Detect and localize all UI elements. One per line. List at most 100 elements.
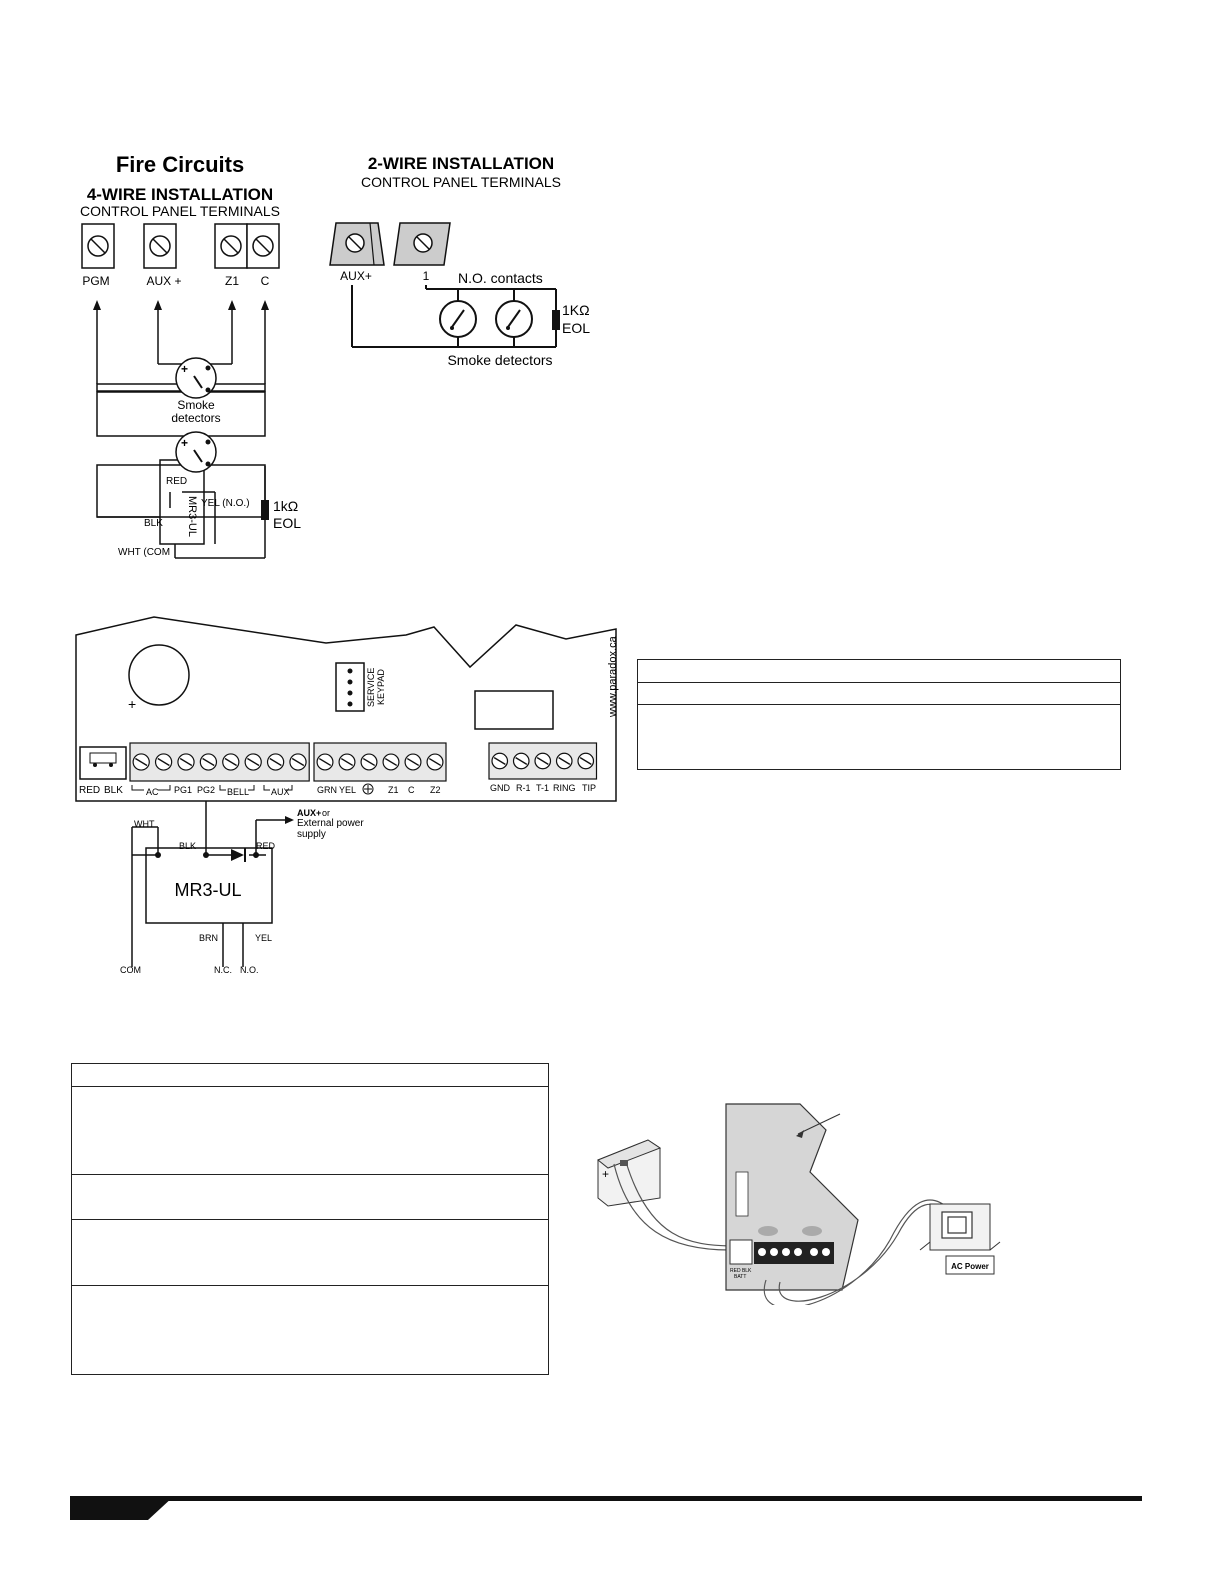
led-icon bbox=[802, 1226, 822, 1236]
table-row bbox=[72, 1063, 548, 1086]
group-brackets bbox=[131, 785, 293, 791]
ac-power-label: AC Power bbox=[951, 1262, 989, 1271]
ac-power-box bbox=[945, 1255, 995, 1275]
service-label: SERVICE bbox=[366, 668, 376, 707]
smoke-detector-icon bbox=[439, 300, 477, 338]
chip-rect bbox=[474, 690, 554, 730]
batt-red-label: RED bbox=[79, 785, 100, 796]
terminal-pgm bbox=[81, 223, 115, 269]
ground-icon bbox=[362, 783, 374, 795]
screw-slot bbox=[157, 757, 170, 767]
screw-slot bbox=[493, 757, 506, 765]
output-com: COM bbox=[120, 965, 141, 975]
eol-resistor bbox=[552, 310, 560, 330]
battery-icon: + bbox=[597, 1139, 662, 1207]
screw-slot bbox=[362, 757, 376, 767]
terminal-label-aux: AUX + bbox=[146, 274, 181, 288]
contacts-label: N.O. contacts bbox=[458, 270, 543, 286]
aux-note-rest: or bbox=[322, 808, 330, 818]
footer-rule bbox=[72, 1496, 1142, 1501]
module-label: MR3-UL bbox=[186, 496, 198, 537]
screw-slot bbox=[406, 757, 420, 767]
smoke-detector-icon: + bbox=[175, 357, 217, 399]
wire-brn: BRN bbox=[199, 933, 218, 943]
node-dot bbox=[203, 852, 209, 858]
screw-slot bbox=[384, 757, 398, 767]
transformer-icon bbox=[919, 1203, 1001, 1251]
board-diagram: + SERVICE KEYPAD www.paradox.ca RED BLK … bbox=[75, 616, 619, 975]
terminal-block-2 bbox=[313, 742, 447, 782]
wire-wht: WHT bbox=[134, 819, 155, 829]
terminal-block-1 bbox=[129, 742, 310, 782]
eol-label: EOL bbox=[273, 515, 301, 531]
batt-wires-label: RED BLK bbox=[730, 1268, 752, 1274]
svg-text:+: + bbox=[602, 1167, 609, 1181]
screw-slot bbox=[247, 757, 260, 767]
screw-slot bbox=[135, 757, 148, 767]
label-bell: BELL bbox=[227, 787, 249, 797]
terminal-c bbox=[246, 223, 280, 269]
service-keypad-connector bbox=[335, 662, 365, 712]
table-row bbox=[638, 704, 1120, 767]
batt-blk-label: BLK bbox=[104, 785, 123, 796]
screw-slot bbox=[428, 757, 442, 767]
label-ring: RING bbox=[553, 783, 576, 793]
output-nc: N.C. bbox=[214, 965, 232, 975]
table-row bbox=[72, 1285, 548, 1373]
detectors-label: Smoke detectors bbox=[447, 352, 552, 368]
svg-text:+: + bbox=[181, 436, 188, 450]
battery-backup-icon bbox=[128, 644, 190, 706]
label-yel: YEL bbox=[339, 785, 356, 795]
label-c: C bbox=[408, 785, 415, 795]
two-wire-eol-value: 1KΩ bbox=[562, 302, 590, 318]
terminal-strip bbox=[754, 1242, 834, 1264]
label-pg1: PG1 bbox=[174, 785, 192, 795]
wire-red: RED bbox=[256, 841, 276, 851]
display-connector bbox=[735, 1171, 749, 1217]
detector-label-2: detectors bbox=[171, 411, 220, 425]
terminal-screws bbox=[758, 1248, 830, 1256]
terminal-block-3 bbox=[488, 742, 598, 780]
left-table-top-rule bbox=[71, 1063, 548, 1064]
terminal-block-frame bbox=[313, 742, 447, 782]
table-row bbox=[72, 1174, 548, 1219]
label-z1: Z1 bbox=[388, 785, 399, 795]
two-wire-heading: 2-WIRE INSTALLATION bbox=[368, 154, 554, 173]
terminal-aux bbox=[143, 223, 177, 269]
battery-connector bbox=[79, 746, 127, 780]
label-ac: AC bbox=[146, 787, 159, 797]
four-wire-heading: 4-WIRE INSTALLATION bbox=[87, 185, 273, 204]
screw-slot bbox=[291, 757, 305, 767]
screw-slot bbox=[269, 757, 282, 767]
screw-slot bbox=[179, 757, 193, 767]
wire-blk: BLK bbox=[179, 841, 196, 851]
aux-note-3: supply bbox=[297, 829, 326, 840]
two-wire-subheading: CONTROL PANEL TERMINALS bbox=[361, 174, 561, 190]
board-url: www.paradox.ca bbox=[607, 635, 619, 718]
wire-blk-label: BLK bbox=[144, 518, 163, 529]
led-icon bbox=[758, 1226, 778, 1236]
smoke-detector-icon: + bbox=[175, 431, 217, 473]
table-row bbox=[638, 660, 1120, 682]
battery-cable bbox=[613, 1161, 733, 1251]
label-t1: T-1 bbox=[536, 783, 549, 793]
eol-value: 1kΩ bbox=[273, 498, 298, 514]
screw-slot bbox=[579, 757, 592, 765]
node-dot bbox=[155, 852, 161, 858]
aux-note-2: External power bbox=[297, 818, 364, 829]
label-tip: TIP bbox=[582, 783, 596, 793]
label-grn: GRN bbox=[317, 785, 337, 795]
svg-text:+: + bbox=[181, 362, 188, 376]
four-wire-diagram: Fire Circuits 4-WIRE INSTALLATION CONTRO… bbox=[80, 152, 301, 559]
wiring-lines bbox=[96, 305, 266, 559]
plus-sign: + bbox=[128, 696, 136, 712]
table-row bbox=[72, 1219, 548, 1285]
terminal-label-1: 1 bbox=[423, 269, 430, 283]
label-aux: AUX bbox=[271, 787, 290, 797]
node-dot bbox=[253, 852, 259, 858]
right-table bbox=[637, 659, 1121, 770]
aux-note-bold: AUX+ bbox=[297, 808, 321, 818]
two-wire-eol-label: EOL bbox=[562, 320, 590, 336]
keypad-label: KEYPAD bbox=[376, 669, 386, 705]
wire-yel: YEL bbox=[255, 933, 272, 943]
